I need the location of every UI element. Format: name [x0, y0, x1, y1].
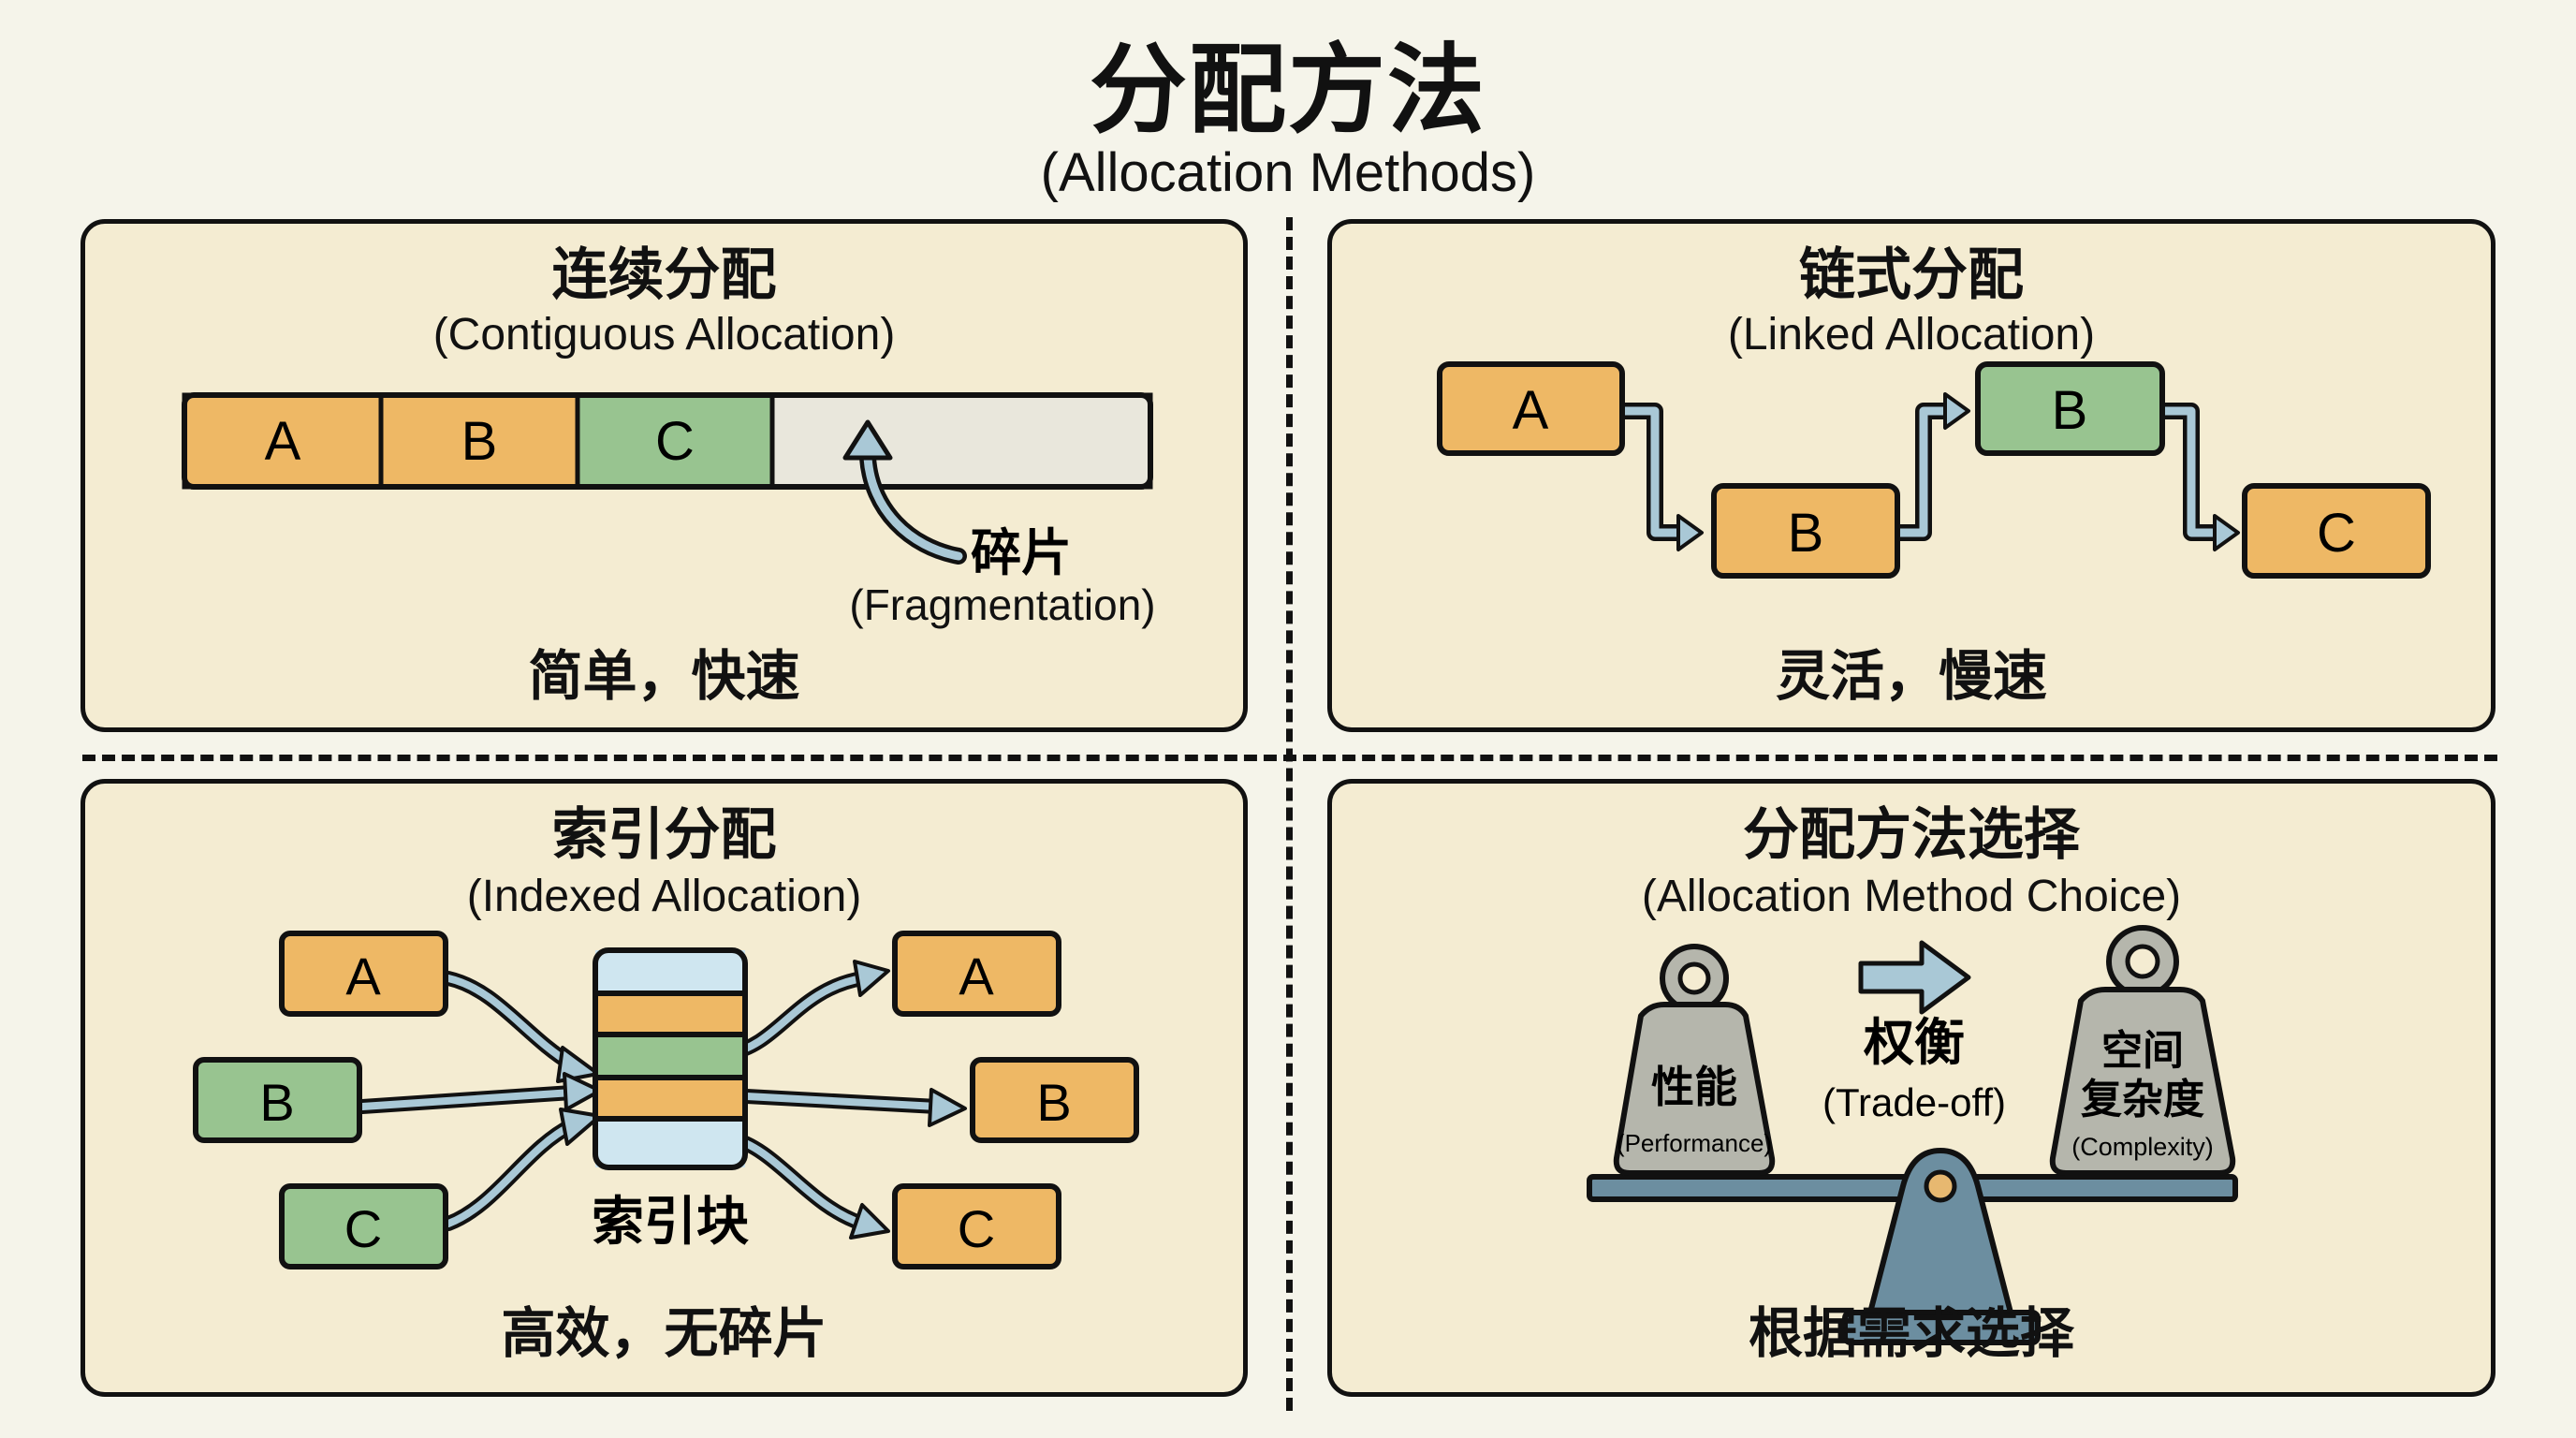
linked-node: B [1711, 483, 1900, 579]
linked-node: B [1975, 361, 2165, 456]
link-arrow-icon [1622, 403, 1704, 551]
block-b-label: B [461, 411, 498, 472]
tradeoff-label-en: (Trade-off) [1822, 1080, 2006, 1124]
link-arrow-icon [2163, 403, 2240, 551]
node-label: C [2317, 503, 2356, 564]
indexed-diagram: A B C A B C 索引块 [193, 931, 1139, 1269]
panel-footer: 高效，无碎片 [501, 1301, 827, 1365]
block-label: B [1036, 1073, 1071, 1132]
fragmentation-arrow-icon [842, 419, 967, 565]
panel-linked-allocation: 链式分配 (Linked Allocation) A B B [1327, 219, 2496, 732]
pointer-arrow-icon [441, 971, 600, 1083]
pointer-arrow-icon [722, 1088, 967, 1127]
panel-title: 分配方法选择 [1743, 802, 2080, 868]
scale-fulcrum [1842, 1148, 2041, 1345]
file-block-input: A [279, 931, 448, 1017]
contiguous-block-bar: A B C [182, 392, 1153, 490]
weight-label-zh-line2: 复杂度 [2081, 1076, 2204, 1123]
vertical-dashed-divider [1286, 217, 1293, 1411]
page-subtitle: (Allocation Methods) [1040, 142, 1536, 203]
panel-title: 连续分配 [551, 242, 777, 308]
panel-footer: 根据需求选择 [1748, 1301, 2074, 1365]
index-block-label: 索引块 [592, 1192, 749, 1253]
fragmentation-label-en: (Fragmentation) [849, 580, 1156, 629]
block-label: A [959, 946, 994, 1005]
panel-title: 索引分配 [551, 802, 777, 868]
linked-node: A [1437, 361, 1625, 456]
free-space-block [769, 392, 1153, 490]
block-c-label: C [655, 411, 695, 472]
panel-subtitle: (Allocation Method Choice) [1641, 872, 2182, 921]
page-title: 分配方法 [1089, 33, 1486, 147]
pointer-arrow-icon [441, 1108, 602, 1231]
weight-label-zh-line1: 空间 [2101, 1027, 2184, 1075]
weight-label-zh: 性能 [1651, 1062, 1737, 1112]
weight-label-en: (Complexity) [2071, 1133, 2214, 1161]
panel-subtitle: (Contiguous Allocation) [432, 310, 896, 360]
file-block-input: B [193, 1057, 362, 1143]
file-block-output: B [970, 1057, 1139, 1143]
node-label: B [2052, 380, 2088, 441]
link-arrow-icon [1898, 392, 1970, 541]
file-block-output: C [892, 1183, 1061, 1269]
file-block-output: A [892, 931, 1061, 1017]
panel-footer: 简单，快速 [528, 644, 800, 708]
panel-indexed-allocation: 索引分配 (Indexed Allocation) [80, 779, 1248, 1397]
panel-subtitle: (Linked Allocation) [1727, 310, 2096, 360]
block-a-label: A [265, 411, 301, 472]
tradeoff-label-zh: 权衡 [1863, 1013, 1965, 1072]
fragmentation-label-zh: 碎片 [971, 523, 1072, 582]
weight-label-en: (Performance) [1617, 1129, 1772, 1157]
block-label: C [344, 1199, 382, 1258]
horizontal-dashed-divider [82, 755, 2497, 761]
panel-title: 链式分配 [1799, 242, 2024, 308]
tradeoff-arrow-icon [1858, 940, 1971, 1015]
panel-footer: 灵活，慢速 [1775, 644, 2047, 708]
pointer-arrow-icon [722, 1130, 890, 1240]
block-label: B [259, 1073, 294, 1132]
contiguous-diagram: A B C 碎片 [182, 392, 1153, 582]
pointer-arrow-icon [355, 1072, 602, 1114]
linked-node: C [2242, 483, 2431, 579]
linked-diagram: A B B C [1437, 361, 2431, 579]
node-label: B [1788, 503, 1824, 564]
index-block [593, 947, 748, 1170]
node-label: A [1513, 380, 1549, 441]
panel-contiguous-allocation: 连续分配 (Contiguous Allocation) A B C 碎片 (F… [80, 219, 1248, 732]
block-label: C [958, 1199, 995, 1258]
complexity-weight-icon: 空间 复杂度 (Complexity) [2049, 925, 2236, 1176]
block-label: A [345, 946, 381, 1005]
panel-subtitle: (Indexed Allocation) [466, 872, 862, 921]
pointer-arrow-icon [722, 960, 890, 1061]
tradeoff-scale-diagram: 性能 (Performance) 空间 复杂度 (Complexity) 权衡 … [1587, 925, 2238, 1345]
panel-allocation-method-choice: 分配方法选择 (Allocation Method Choice) 性能 (Pe… [1327, 779, 2496, 1397]
performance-weight-icon: 性能 (Performance) [1613, 944, 1776, 1176]
file-block-input: C [279, 1183, 448, 1269]
